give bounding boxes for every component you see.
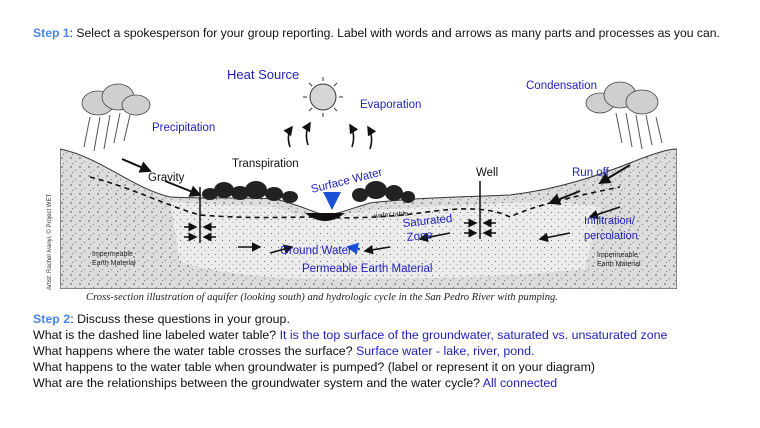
- label-run-off: Run off: [572, 167, 610, 179]
- step2-label: Step 2: [33, 312, 70, 326]
- label-permeable-earth: Permeable Earth Material: [302, 263, 432, 275]
- label-heat-source: Heat Source: [227, 67, 299, 82]
- answer-4: All connected: [483, 376, 557, 390]
- label-evaporation: Evaporation: [360, 99, 421, 111]
- label-gravity: Gravity: [148, 172, 185, 184]
- label-impermeable-left-1: Impermeable: [92, 251, 133, 258]
- question-4-text: What are the relationships between the g…: [33, 376, 483, 390]
- question-2-text: What happens where the water table cross…: [33, 344, 356, 358]
- step2-section: Step 2: Discuss these questions in your …: [33, 311, 753, 391]
- label-well: Well: [476, 167, 498, 179]
- question-1-text: What is the dashed line labeled water ta…: [33, 328, 280, 342]
- figure-caption: Cross-section illustration of aquifer (l…: [86, 292, 558, 303]
- label-impermeable-right-1: Impermeable: [597, 252, 638, 259]
- step1-instructions: Step 1: Select a spokesperson for your g…: [33, 26, 733, 41]
- label-precipitation: Precipitation: [152, 122, 215, 134]
- label-impermeable-left-2: Earth Material: [92, 260, 136, 267]
- step1-text: : Select a spokesperson for your group r…: [70, 26, 720, 40]
- question-3-text: What happens to the water table when gro…: [33, 360, 595, 374]
- question-1: What is the dashed line labeled water ta…: [33, 327, 753, 343]
- aquifer-diagram: Transpiration Gravity Well Impermeable E…: [60, 57, 677, 289]
- label-infiltration-2: percolation: [584, 230, 638, 242]
- answer-2: Surface water - lake, river, pond.: [356, 344, 534, 358]
- step2-text: : Discuss these questions in your group.: [70, 312, 290, 326]
- question-4: What are the relationships between the g…: [33, 375, 753, 391]
- label-condensation: Condensation: [526, 80, 597, 92]
- label-impermeable-right-2: Earth Material: [597, 261, 641, 268]
- label-ground-water: Ground Water: [280, 245, 352, 257]
- label-infiltration-1: Infiltration/: [584, 215, 636, 227]
- answer-1: It is the top surface of the groundwater…: [280, 328, 668, 342]
- step2-heading: Step 2: Discuss these questions in your …: [33, 311, 753, 327]
- question-2: What happens where the water table cross…: [33, 343, 753, 359]
- question-3: What happens to the water table when gro…: [33, 359, 753, 375]
- artist-credit: Artist: Rachel Ivanyi, © Project WET: [47, 194, 53, 290]
- label-transpiration: Transpiration: [232, 158, 299, 170]
- step1-label: Step 1: [33, 26, 70, 40]
